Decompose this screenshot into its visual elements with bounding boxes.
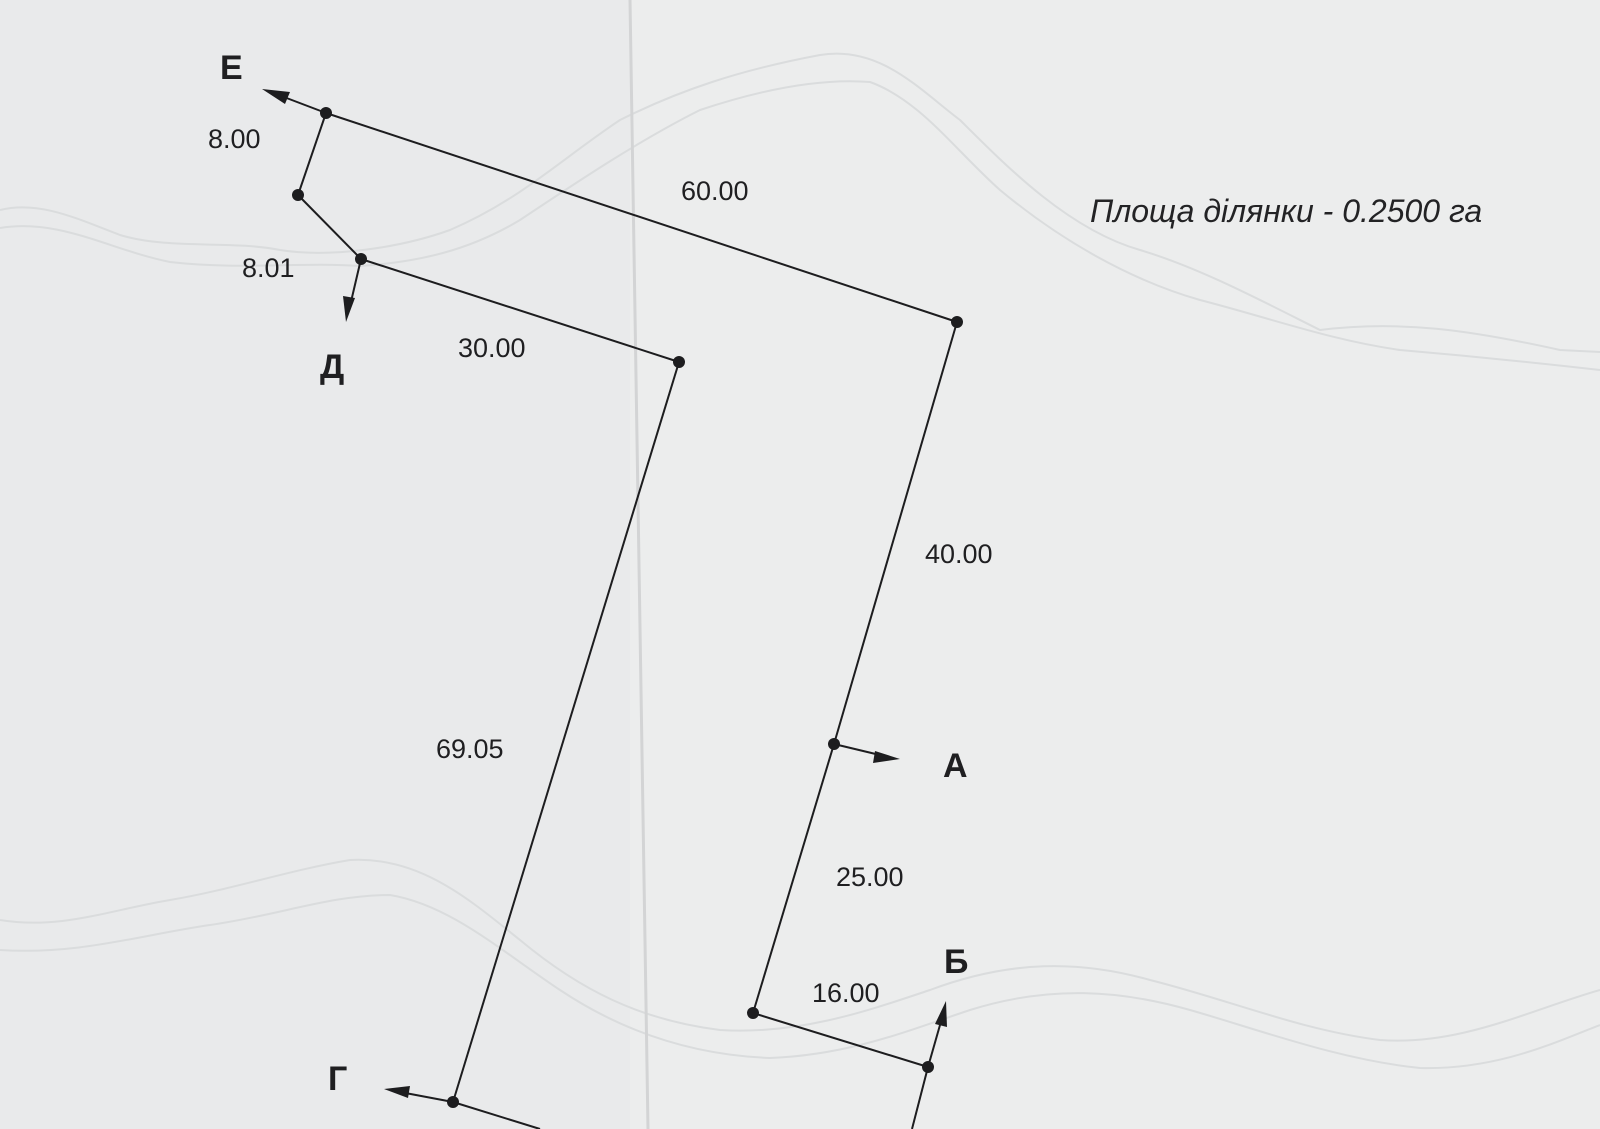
- boundary-segment-corner-d: [297, 194, 362, 260]
- length-label-e-top-right: 60.00: [681, 176, 749, 206]
- length-label-e-corner: 8.00: [208, 124, 261, 154]
- length-label-corner-d: 8.01: [242, 253, 295, 283]
- vertex-top-right: [951, 316, 963, 328]
- point-letters: Е Д А Б Г: [220, 49, 968, 1098]
- boundary-segment-lower-b: [752, 1012, 929, 1068]
- boundary-segment-e-top-right: [325, 112, 958, 323]
- point-label-a: А: [943, 747, 968, 785]
- arrow-b: [927, 1001, 947, 1068]
- guilloche-band-bottom-2: [0, 893, 1600, 1070]
- point-label-g: Г: [328, 1060, 347, 1098]
- arrow-e: [262, 89, 327, 114]
- point-label-d: Д: [320, 348, 344, 386]
- neighbour-arrows: [262, 89, 947, 1103]
- point-label-e: Е: [220, 49, 243, 87]
- length-label-a-lower: 25.00: [836, 862, 904, 892]
- guilloche-band-bottom: [0, 858, 1600, 1042]
- arrow-a: [833, 743, 900, 763]
- arrow-d: [343, 258, 362, 322]
- boundary-segment-inner-g: [452, 361, 680, 1103]
- vertex-lower: [747, 1007, 759, 1019]
- boundary-segment-top-right-a: [833, 321, 958, 745]
- boundary-segment-b-continued: [911, 1066, 929, 1129]
- guilloche-band-top-2: [0, 80, 1600, 371]
- guilloche-band-top: [0, 52, 1600, 353]
- segment-length-labels: 8.00 8.01 30.00 60.00 40.00 69.05 25.00 …: [208, 124, 993, 1008]
- boundary-segment-g-continued: [452, 1101, 541, 1129]
- length-label-lower-b: 16.00: [812, 978, 880, 1008]
- vertex-inner: [673, 356, 685, 368]
- plot-area-caption: Площа ділянки - 0.2500 га: [1090, 193, 1482, 229]
- point-label-b: Б: [944, 943, 968, 981]
- arrow-g: [384, 1086, 454, 1103]
- paper-fold-line: [628, 0, 650, 1129]
- boundary-segment-d-inner: [360, 258, 680, 363]
- plot-boundary: [297, 112, 958, 1129]
- boundary-segment-e-corner: [297, 112, 327, 196]
- vertex-corner: [292, 189, 304, 201]
- boundary-segment-a-lower: [752, 743, 835, 1014]
- paper-right-half: [630, 0, 1600, 1129]
- length-label-top-right-a: 40.00: [925, 539, 993, 569]
- length-label-d-inner: 30.00: [458, 333, 526, 363]
- length-label-inner-g: 69.05: [436, 734, 504, 764]
